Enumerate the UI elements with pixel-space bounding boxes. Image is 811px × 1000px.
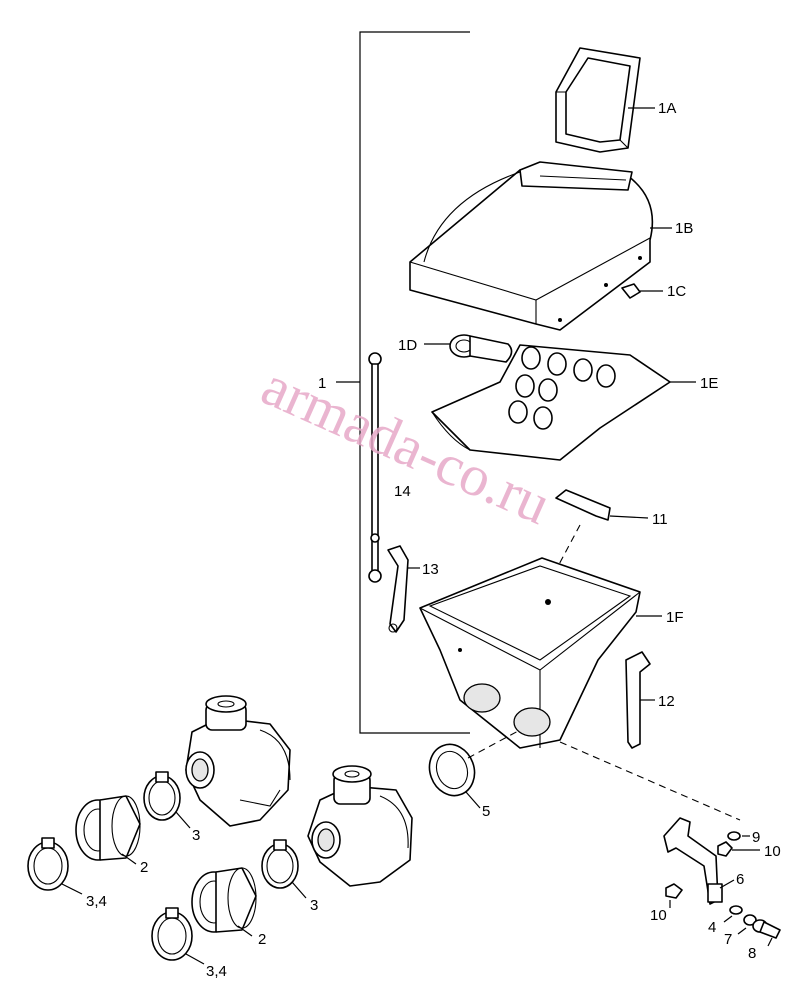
part-10-nut-lower — [665, 883, 683, 908]
part-9-washer — [727, 831, 750, 841]
label-11: 11 — [652, 511, 668, 528]
part-1c-screw — [621, 283, 663, 299]
label-1d: 1D — [398, 337, 417, 354]
label-2-upper: 2 — [140, 859, 148, 876]
label-3-lower: 3 — [310, 897, 318, 914]
assembly-guide-line — [559, 741, 741, 821]
label-7: 7 — [724, 931, 732, 948]
label-6: 6 — [736, 871, 744, 888]
label-10-lower: 10 — [650, 907, 667, 924]
part-8-bolt — [752, 919, 781, 947]
part-1b-airbox-cover — [409, 161, 672, 331]
part-12-strap — [625, 651, 655, 749]
label-1e: 1E — [700, 375, 718, 392]
part-1a-intake-snorkel — [555, 47, 655, 153]
label-34-lower: 3,4 — [206, 963, 227, 980]
part-carburetor-lower — [307, 765, 413, 887]
part-carburetor-upper — [185, 695, 291, 827]
part-3-clamp-upper — [143, 771, 191, 829]
label-10-upper: 10 — [764, 843, 781, 860]
part-7-washer — [737, 914, 757, 935]
label-1f: 1F — [666, 609, 684, 626]
part-3-clamp-lower — [261, 839, 307, 899]
part-13-strap — [387, 545, 420, 633]
label-14: 14 — [394, 483, 411, 500]
part-11-clip — [547, 489, 649, 586]
label-1a: 1A — [658, 100, 676, 117]
part-10-nut-upper — [717, 841, 760, 857]
label-12: 12 — [658, 693, 675, 710]
label-8: 8 — [748, 945, 756, 962]
label-1b: 1B — [675, 220, 693, 237]
part-4-washer — [723, 905, 743, 923]
part-34-clamp-upper — [27, 837, 83, 895]
part-6-bracket — [663, 817, 735, 905]
part-1e-filter-tray — [431, 344, 696, 461]
part-34-clamp-lower — [151, 907, 205, 965]
label-2-lower: 2 — [258, 931, 266, 948]
label-1c: 1C — [667, 283, 686, 300]
part-5-ring — [428, 729, 521, 809]
part-2-intake-boot-lower — [191, 867, 257, 937]
label-13: 13 — [422, 561, 439, 578]
part-1d-plug — [424, 334, 513, 363]
part-2-intake-boot-upper — [75, 795, 141, 865]
label-9: 9 — [752, 829, 760, 846]
part-1f-airbox-base — [419, 557, 662, 749]
assembly-bracket-1 — [336, 31, 470, 734]
label-3-upper: 3 — [192, 827, 200, 844]
label-4: 4 — [708, 919, 716, 936]
label-1: 1 — [318, 375, 326, 392]
label-5: 5 — [482, 803, 490, 820]
part-14-rod — [368, 352, 382, 583]
label-34-upper: 3,4 — [86, 893, 107, 910]
